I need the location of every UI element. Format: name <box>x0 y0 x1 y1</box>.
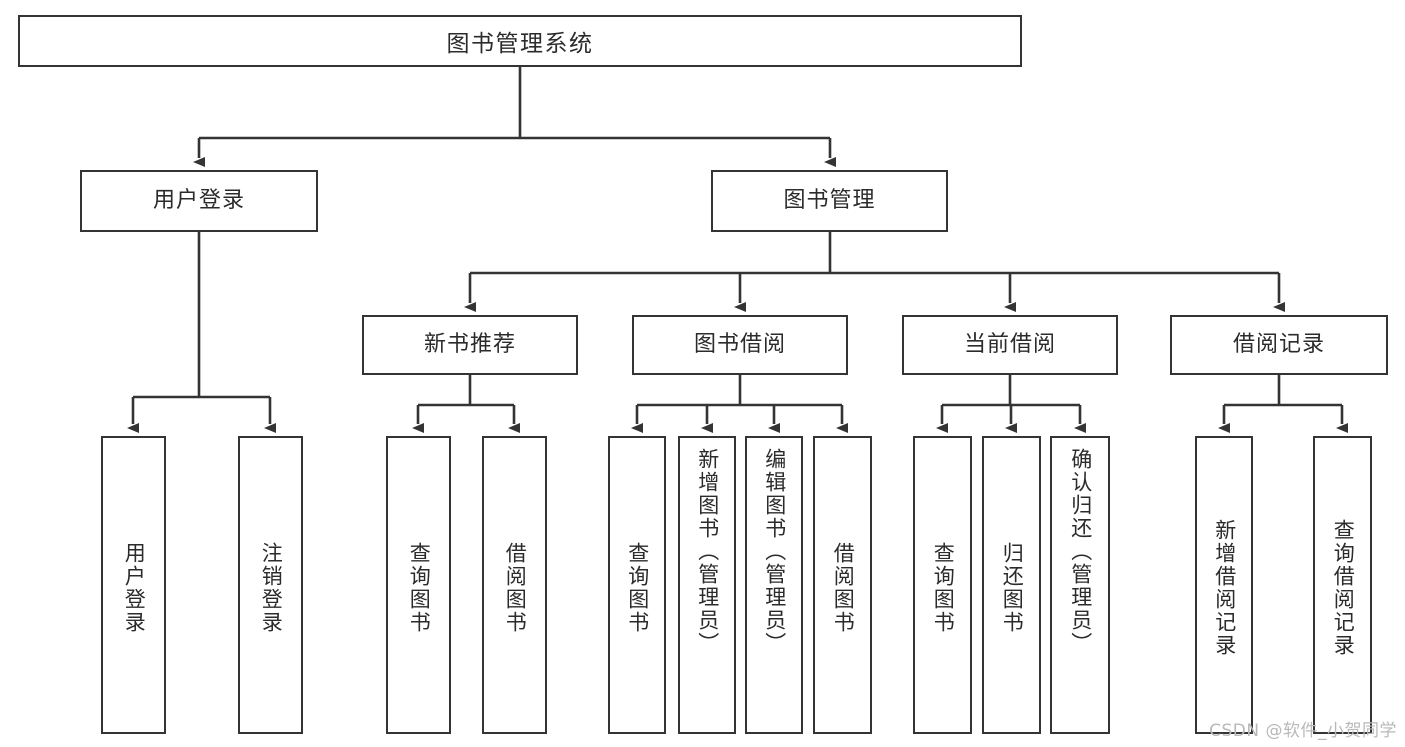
leaf-logout-label: 注销登录 <box>259 542 284 634</box>
leaf-query-book-borrow[interactable]: 查询图书 <box>608 436 666 734</box>
leaf-return-book-label: 归还图书 <box>1000 542 1025 634</box>
node-user-login-label: 用户登录 <box>152 187 245 213</box>
node-book-management[interactable]: 图书管理 <box>711 170 948 232</box>
leaf-query-book-recommend-label: 查询图书 <box>407 542 432 634</box>
leaf-user-login-inner: 用户登录 <box>103 444 164 732</box>
node-user-login[interactable]: 用户登录 <box>80 170 318 232</box>
leaf-borrow-book[interactable]: 借阅图书 <box>813 436 872 734</box>
node-root-label: 图书管理系统 <box>446 31 594 57</box>
leaf-add-borrow-record-inner: 新增借阅记录 <box>1197 444 1251 732</box>
leaf-borrow-book-recommend-label: 借阅图书 <box>503 542 528 634</box>
leaf-return-book[interactable]: 归还图书 <box>982 436 1041 734</box>
csdn-watermark: CSDN @软件_小贺同学 <box>1209 721 1397 741</box>
leaf-query-borrow-record-label: 查询借阅记录 <box>1331 519 1356 657</box>
leaf-confirm-return-admin-inner: 确认归还（管理员） <box>1052 444 1108 732</box>
leaf-borrow-book-inner: 借阅图书 <box>815 444 870 732</box>
leaf-add-book-admin-inner: 新增图书（管理员） <box>680 444 734 732</box>
node-book-borrow-label: 图书借阅 <box>693 331 786 357</box>
leaf-confirm-return-admin-label: 确认归还（管理员） <box>1068 448 1093 655</box>
leaf-user-login-label: 用户登录 <box>122 542 147 634</box>
leaf-borrow-book-recommend-inner: 借阅图书 <box>484 444 545 732</box>
leaf-user-login[interactable]: 用户登录 <box>101 436 166 734</box>
node-root-system[interactable]: 图书管理系统 <box>18 15 1022 67</box>
leaf-query-book-current-inner: 查询图书 <box>915 444 970 732</box>
leaf-query-book-borrow-label: 查询图书 <box>625 542 650 634</box>
leaf-query-book-recommend-inner: 查询图书 <box>388 444 449 732</box>
node-borrow-record-label: 借阅记录 <box>1232 331 1325 357</box>
leaf-query-borrow-record[interactable]: 查询借阅记录 <box>1313 436 1372 734</box>
leaf-add-book-admin[interactable]: 新增图书（管理员） <box>678 436 736 734</box>
leaf-query-book-current-label: 查询图书 <box>931 542 956 634</box>
leaf-query-borrow-record-inner: 查询借阅记录 <box>1315 444 1370 732</box>
node-new-book-recommend-label: 新书推荐 <box>423 331 516 357</box>
leaf-return-book-inner: 归还图书 <box>984 444 1039 732</box>
leaf-edit-book-admin-label: 编辑图书（管理员） <box>762 448 787 655</box>
node-new-book-recommend[interactable]: 新书推荐 <box>362 315 578 375</box>
leaf-add-borrow-record-label: 新增借阅记录 <box>1212 519 1237 657</box>
leaf-query-book-borrow-inner: 查询图书 <box>610 444 664 732</box>
leaf-edit-book-admin-inner: 编辑图书（管理员） <box>747 444 801 732</box>
leaf-logout-inner: 注销登录 <box>240 444 301 732</box>
leaf-add-borrow-record[interactable]: 新增借阅记录 <box>1195 436 1253 734</box>
node-current-borrow[interactable]: 当前借阅 <box>902 315 1118 375</box>
leaf-logout[interactable]: 注销登录 <box>238 436 303 734</box>
node-book-borrow[interactable]: 图书借阅 <box>632 315 848 375</box>
leaf-borrow-book-recommend[interactable]: 借阅图书 <box>482 436 547 734</box>
leaf-edit-book-admin[interactable]: 编辑图书（管理员） <box>745 436 803 734</box>
leaf-borrow-book-label: 借阅图书 <box>831 542 856 634</box>
node-borrow-record[interactable]: 借阅记录 <box>1170 315 1388 375</box>
leaf-query-book-current[interactable]: 查询图书 <box>913 436 972 734</box>
node-current-borrow-label: 当前借阅 <box>963 331 1056 357</box>
leaf-confirm-return-admin[interactable]: 确认归还（管理员） <box>1050 436 1110 734</box>
node-book-management-label: 图书管理 <box>783 187 876 213</box>
leaf-query-book-recommend[interactable]: 查询图书 <box>386 436 451 734</box>
leaf-add-book-admin-label: 新增图书（管理员） <box>695 448 720 655</box>
